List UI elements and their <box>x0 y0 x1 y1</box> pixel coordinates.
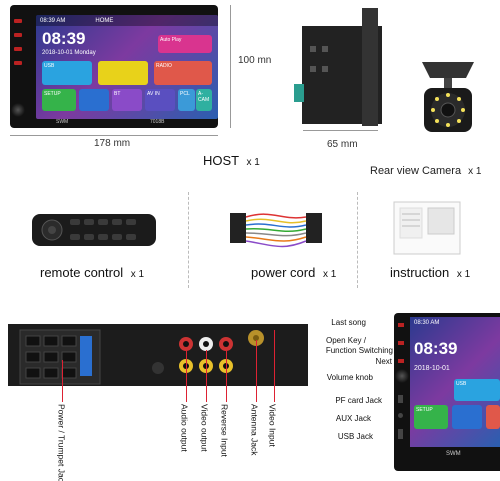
tile-setup: SETUP <box>42 89 76 111</box>
height-dimension-line <box>230 5 231 128</box>
label-pf-card-jack: PF card Jack <box>335 396 382 405</box>
caption-power-cord: power cord x 1 <box>251 265 337 280</box>
caption-camera: Rear view Camera x 1 <box>370 165 482 177</box>
tile-acam: A-CAM <box>196 89 212 111</box>
tile-autoplay: Auto Play <box>158 35 212 53</box>
next-button <box>14 61 22 65</box>
tile-bt: BT <box>112 89 142 111</box>
remote-control-image <box>32 214 156 246</box>
brand-label: SWM <box>56 119 69 125</box>
front-tile-setup: SETUP <box>414 405 448 429</box>
label-audio-output: Audio output <box>179 404 190 452</box>
front-status-time: 08:30 AM <box>414 320 440 326</box>
tile-bluetooth <box>79 89 109 111</box>
home-label: HOME <box>95 17 114 24</box>
label-usb-jack: USB Jack <box>337 432 373 441</box>
head-unit-front: 08:39 AM HOME 08:39 2018-10-01 Monday Au… <box>10 5 218 128</box>
label-video-input: Video Input <box>267 404 278 447</box>
front-brand: SWM <box>446 451 461 457</box>
width-dimension-line <box>10 135 218 136</box>
aux-port <box>398 413 403 418</box>
date: 2018-10-01 Monday <box>42 50 96 56</box>
host-screen: 08:39 AM HOME 08:39 2018-10-01 Monday Au… <box>36 15 218 119</box>
status-time: 08:39 AM <box>40 17 66 24</box>
next-button-front <box>398 359 404 363</box>
caption-remote: remote control x 1 <box>40 265 145 280</box>
label-reverse-input: Reverse Input <box>219 404 230 457</box>
pointer-video-out <box>206 350 207 402</box>
volume-knob-front <box>395 369 409 383</box>
usb-port <box>398 429 403 439</box>
head-unit-front-detail: 08:30 AM 08:39 2018-10-01 USB SETUP SWM <box>394 313 500 471</box>
pointer-reverse <box>226 350 227 402</box>
caption-host: HOST x 1 <box>203 153 260 168</box>
pointer-antenna <box>256 340 257 402</box>
front-screen: 08:30 AM 08:39 2018-10-01 USB SETUP <box>410 317 500 447</box>
model-label: 7018B <box>150 119 165 125</box>
front-tile-usb: USB <box>454 379 500 401</box>
label-function-switching: Function Switching <box>325 346 393 355</box>
front-tile-extra <box>486 405 500 429</box>
tile-avin: AV IN <box>145 89 175 111</box>
depth-dimension-line <box>303 130 378 131</box>
label-aux-jack: AUX Jack <box>335 414 371 423</box>
tile-radio: RADIO <box>154 61 212 85</box>
instruction-manual-image <box>393 201 461 255</box>
label-antenna-jack: Antenna Jack <box>249 404 260 456</box>
tile-usb: USB <box>42 61 92 85</box>
front-tile-bluetooth <box>452 405 482 429</box>
label-open-key: Open Key / <box>325 336 366 345</box>
chassis-side-view <box>294 8 382 126</box>
last-song-button <box>398 323 404 327</box>
front-clock: 08:39 <box>414 339 458 358</box>
depth-label: 65 mm <box>327 139 358 150</box>
label-video-output: Video output <box>199 404 210 452</box>
home-button <box>14 33 22 37</box>
divider-left <box>188 192 189 288</box>
power-button <box>14 19 22 23</box>
front-date: 2018-10-01 <box>414 365 450 372</box>
rear-panel-image <box>8 324 308 386</box>
pointer-audio <box>186 350 187 402</box>
label-volume-knob: Volume knob <box>326 373 373 382</box>
label-power-jack: Power / Trumpet Jack <box>56 404 67 481</box>
label-last-song: Last song <box>331 318 366 327</box>
tile-sd <box>98 61 148 85</box>
divider-right <box>357 192 358 288</box>
width-label: 178 mm <box>94 138 131 149</box>
back-button <box>14 47 22 51</box>
pf-card-slot <box>398 395 403 403</box>
label-next: Next <box>375 357 392 366</box>
rear-camera-image <box>422 62 474 132</box>
status-bar: 08:39 AM HOME <box>36 15 218 26</box>
power-cord-image <box>230 213 322 248</box>
height-label: 100 mn <box>238 55 272 66</box>
tile-pcl: PCL <box>178 89 195 111</box>
caption-instruction: instruction x 1 <box>390 265 471 280</box>
clock: 08:39 <box>42 29 86 48</box>
open-key-button <box>398 341 404 345</box>
pointer-video-in <box>274 330 275 402</box>
pointer-power <box>62 360 63 402</box>
volume-knob <box>11 103 25 117</box>
